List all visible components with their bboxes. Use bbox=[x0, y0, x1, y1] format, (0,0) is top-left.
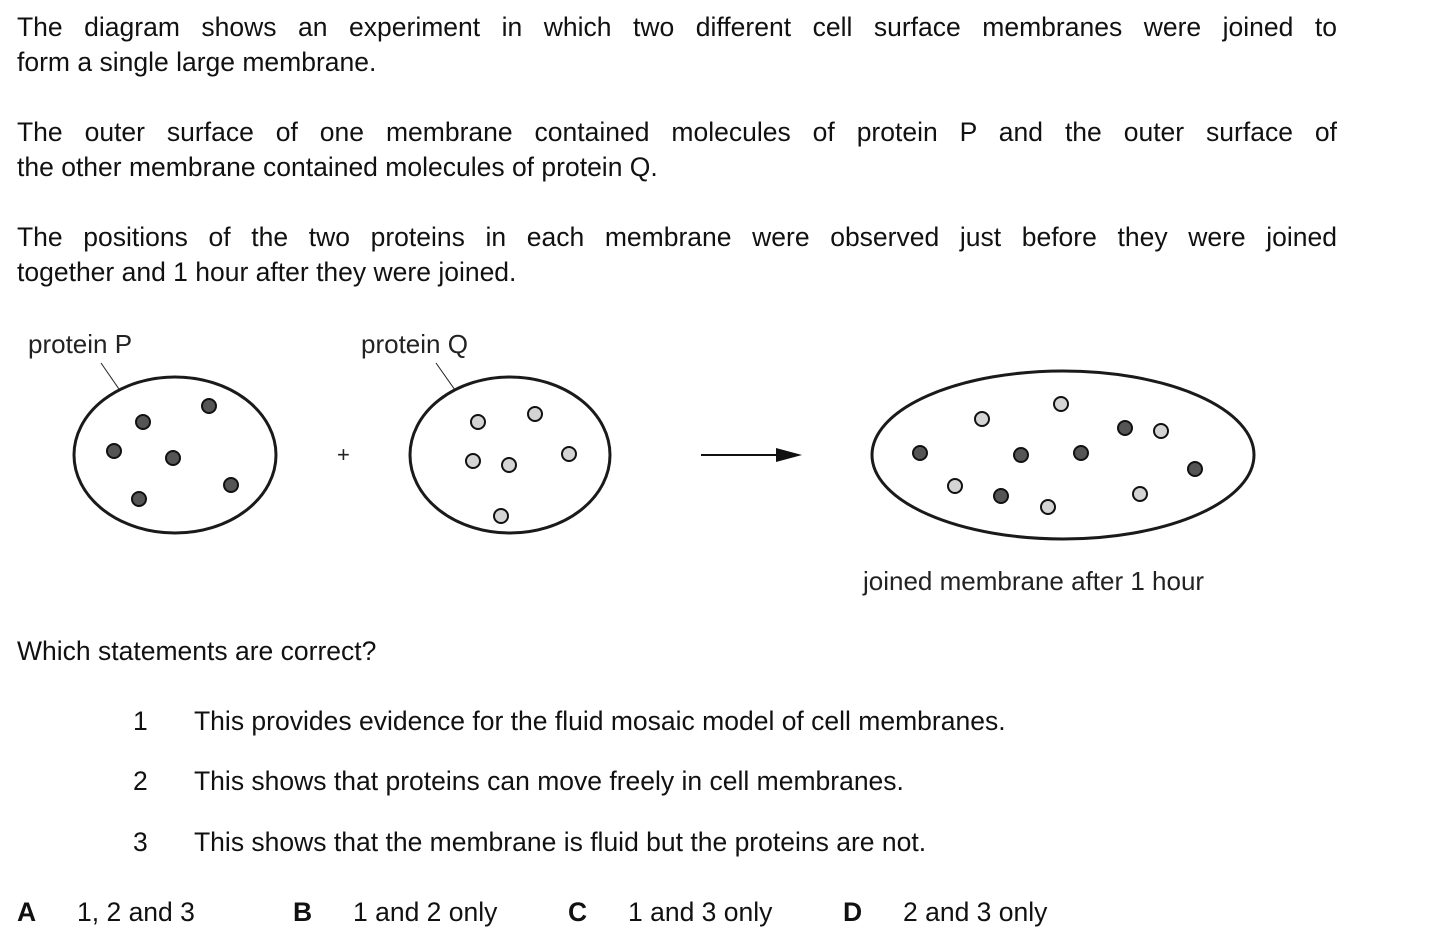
protein-p-dot bbox=[1187, 461, 1203, 477]
question-text: Which statements are correct? bbox=[17, 636, 377, 666]
statement-number: 2 bbox=[133, 766, 148, 796]
protein-q-molecules-membrane-2 bbox=[465, 406, 577, 524]
statement-2: 2 This shows that proteins can move freel… bbox=[133, 766, 904, 797]
label-protein-q: protein Q bbox=[361, 329, 468, 359]
intro-paragraph-3: The positions of the two proteins in eac… bbox=[17, 220, 1337, 290]
plus-sign: + bbox=[337, 442, 350, 467]
intro-line: The outer surface of one membrane contai… bbox=[17, 117, 1337, 147]
intro-line: form a single large membrane. bbox=[17, 47, 377, 77]
protein-q-dot bbox=[1040, 499, 1056, 515]
protein-p-dot bbox=[912, 445, 928, 461]
protein-p-dot bbox=[1013, 447, 1029, 463]
option-text: 1, 2 and 3 bbox=[77, 897, 195, 927]
protein-q-dot bbox=[493, 508, 509, 524]
statement-3: 3 This shows that the membrane is fluid b… bbox=[133, 827, 926, 858]
protein-q-dot bbox=[947, 478, 963, 494]
joined-membrane-caption: joined membrane after 1 hour bbox=[862, 566, 1204, 596]
statement-text: This shows that proteins can move freely… bbox=[194, 766, 904, 796]
protein-q-dot bbox=[1053, 396, 1069, 412]
protein-q-dot bbox=[561, 446, 577, 462]
statement-text: This shows that the membrane is fluid bu… bbox=[194, 827, 927, 857]
joined-protein-q-molecules bbox=[947, 396, 1169, 515]
protein-q-dot bbox=[465, 453, 481, 469]
arrow-head-icon bbox=[776, 448, 802, 462]
protein-q-dot bbox=[501, 457, 517, 473]
statement-number: 3 bbox=[133, 827, 148, 857]
statement-number: 1 bbox=[133, 706, 148, 736]
option-text: 2 and 3 only bbox=[903, 897, 1048, 927]
protein-p-dot bbox=[1117, 420, 1133, 436]
protein-p-dot bbox=[106, 443, 122, 459]
membrane-q-outline bbox=[408, 375, 612, 535]
protein-p-dot bbox=[223, 477, 239, 493]
protein-q-dot bbox=[470, 414, 486, 430]
label-protein-p: protein P bbox=[28, 329, 132, 359]
joined-membrane-outline bbox=[870, 369, 1256, 541]
option-text: 1 and 2 only bbox=[353, 897, 498, 927]
protein-p-molecules-membrane-1 bbox=[106, 398, 239, 507]
intro-line: The diagram shows an experiment in which… bbox=[17, 12, 1337, 42]
option-letter: B bbox=[293, 897, 313, 927]
option-letter: A bbox=[17, 897, 37, 927]
statement-1: 1 This provides evidence for the fluid mo… bbox=[133, 706, 1006, 737]
protein-p-dot bbox=[993, 488, 1009, 504]
intro-paragraph-1: The diagram shows an experiment in which… bbox=[17, 10, 1337, 80]
protein-p-dot bbox=[1073, 445, 1089, 461]
option-letter: C bbox=[568, 897, 588, 927]
protein-q-dot bbox=[527, 406, 543, 422]
protein-p-dot bbox=[165, 450, 181, 466]
protein-p-dot bbox=[131, 491, 147, 507]
joined-protein-p-molecules bbox=[912, 420, 1203, 504]
intro-line: The positions of the two proteins in eac… bbox=[17, 222, 1337, 252]
protein-p-dot bbox=[135, 414, 151, 430]
protein-q-dot bbox=[1132, 486, 1148, 502]
statement-text: This provides evidence for the fluid mos… bbox=[194, 706, 1006, 736]
membrane-fusion-diagram: protein P protein Q + bbox=[28, 329, 1256, 596]
protein-q-dot bbox=[974, 411, 990, 427]
protein-q-dot bbox=[1153, 423, 1169, 439]
intro-line: the other membrane contained molecules o… bbox=[17, 152, 658, 182]
intro-line: together and 1 hour after they were join… bbox=[17, 257, 517, 287]
option-text: 1 and 3 only bbox=[628, 897, 773, 927]
intro-paragraph-2: The outer surface of one membrane contai… bbox=[17, 115, 1337, 185]
option-letter: D bbox=[843, 897, 863, 927]
protein-p-dot bbox=[201, 398, 217, 414]
